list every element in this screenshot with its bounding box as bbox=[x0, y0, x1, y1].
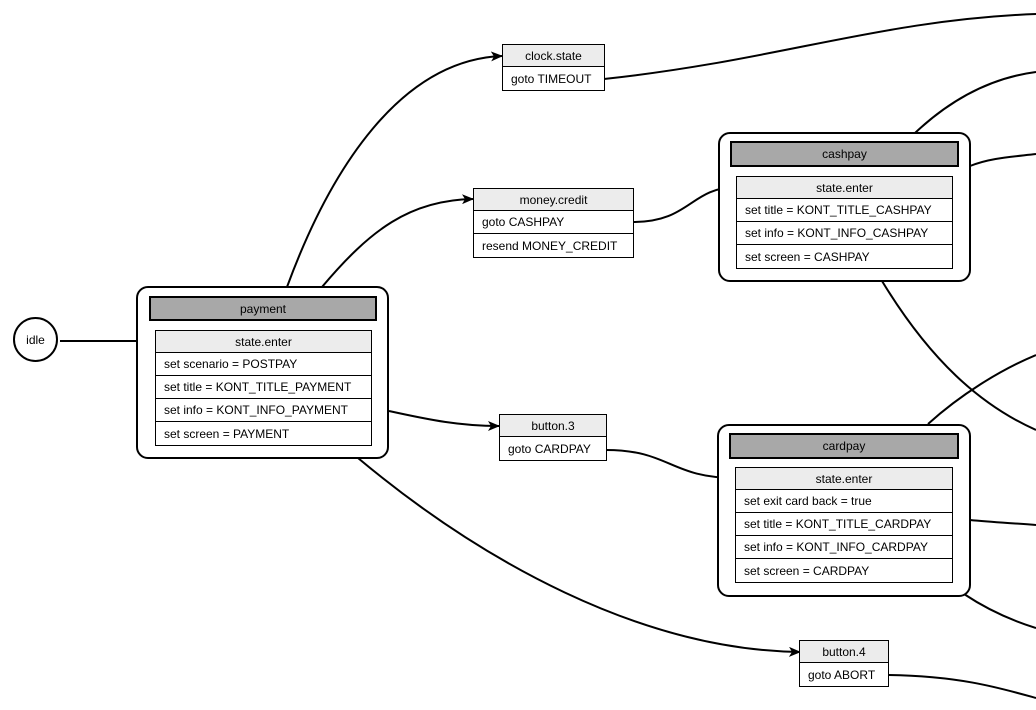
cardpay-action: set info = KONT_INFO_CARDPAY bbox=[736, 536, 952, 559]
event-clock-state[interactable]: clock.state goto TIMEOUT bbox=[502, 44, 605, 91]
edge-cashpay-offscreen-1 bbox=[914, 71, 1036, 134]
cashpay-action: set info = KONT_INFO_CASHPAY bbox=[737, 222, 952, 245]
event-action: goto TIMEOUT bbox=[511, 71, 592, 86]
cardpay-action: set exit card back = true bbox=[736, 490, 952, 513]
event-action: goto CASHPAY bbox=[474, 211, 633, 234]
cashpay-enter-header: state.enter bbox=[737, 177, 952, 199]
cashpay-title: cashpay bbox=[730, 141, 959, 167]
event-button-3[interactable]: button.3 goto CARDPAY bbox=[499, 414, 607, 461]
edge-cashpay-offscreen-2 bbox=[969, 153, 1036, 167]
edge-payment-to-clock-state bbox=[286, 51, 503, 288]
cardpay-title-text: cardpay bbox=[822, 439, 866, 453]
edge-payment-to-button-3 bbox=[388, 410, 500, 431]
event-button-4[interactable]: button.4 goto ABORT bbox=[799, 640, 889, 687]
edge-payment-to-money-credit bbox=[321, 194, 474, 288]
cardpay-enter-table: state.enter set exit card back = true se… bbox=[735, 467, 953, 583]
event-money-credit-header: money.credit bbox=[474, 189, 633, 211]
event-action: resend MONEY_CREDIT bbox=[482, 238, 618, 253]
cardpay-action: set title = KONT_TITLE_CARDPAY bbox=[736, 513, 952, 536]
edge-payment-to-button-4 bbox=[357, 457, 801, 657]
cardpay-action: set screen = CARDPAY bbox=[744, 563, 870, 578]
payment-enter-header: state.enter bbox=[156, 331, 371, 353]
payment-title: payment bbox=[149, 296, 377, 321]
edge-button-4-offscreen bbox=[887, 674, 1036, 699]
edge-cardpay-offscreen-1 bbox=[927, 354, 1036, 425]
event-action: goto CARDPAY bbox=[508, 441, 591, 456]
cashpay-action: set title = KONT_TITLE_CASHPAY bbox=[737, 199, 952, 222]
edge-cardpay-offscreen-2 bbox=[969, 519, 1036, 526]
cardpay-enter-header: state.enter bbox=[736, 468, 952, 490]
cashpay-action: set screen = CASHPAY bbox=[745, 249, 870, 264]
edge-cashpay-offscreen-3 bbox=[881, 280, 1036, 431]
idle-state[interactable]: idle bbox=[13, 317, 58, 362]
payment-action: set scenario = POSTPAY bbox=[156, 353, 371, 376]
payment-enter-table: state.enter set scenario = POSTPAY set t… bbox=[155, 330, 372, 446]
event-clock-state-header: clock.state bbox=[503, 45, 604, 67]
cashpay-title-text: cashpay bbox=[822, 147, 867, 161]
event-action: goto ABORT bbox=[808, 667, 876, 682]
payment-action: set title = KONT_TITLE_PAYMENT bbox=[156, 376, 371, 399]
edge-clock-state-offscreen bbox=[603, 13, 1036, 80]
payment-action: set info = KONT_INFO_PAYMENT bbox=[156, 399, 371, 422]
event-money-credit[interactable]: money.credit goto CASHPAY resend MONEY_C… bbox=[473, 188, 634, 258]
cashpay-enter-table: state.enter set title = KONT_TITLE_CASHP… bbox=[736, 176, 953, 269]
edge-cardpay-offscreen-3 bbox=[963, 593, 1036, 629]
cardpay-title: cardpay bbox=[729, 433, 959, 459]
payment-title-text: payment bbox=[239, 301, 287, 316]
idle-label: idle bbox=[26, 332, 45, 347]
event-button-4-header: button.4 bbox=[800, 641, 888, 663]
edge-button-3-to-cardpay bbox=[605, 449, 737, 483]
event-button-3-header: button.3 bbox=[500, 415, 606, 437]
payment-action: set screen = PAYMENT bbox=[164, 426, 290, 441]
